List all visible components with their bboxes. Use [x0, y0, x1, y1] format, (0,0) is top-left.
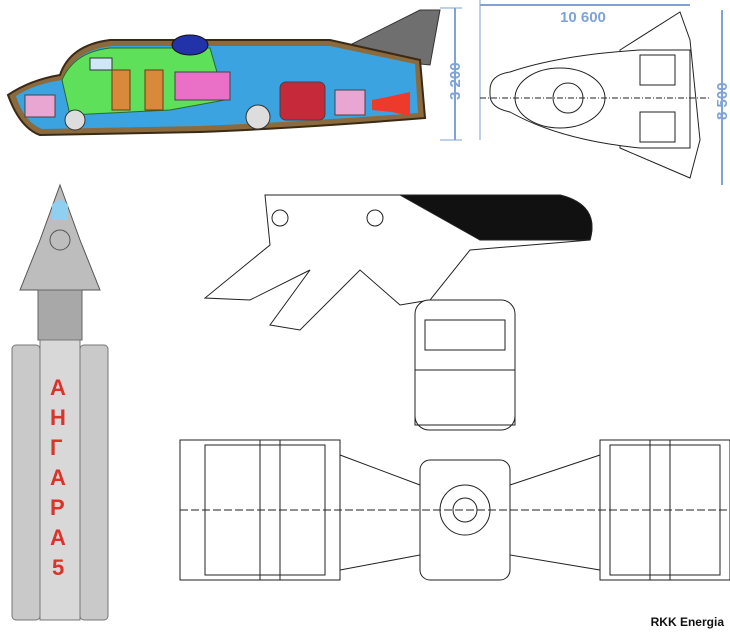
left-adapter	[339, 454, 421, 571]
landing-wheel-rear	[245, 104, 271, 130]
docking-module	[414, 299, 516, 431]
rocket-letter: А	[50, 375, 66, 400]
booster-right	[79, 344, 109, 621]
angara-rocket: А Н Г А Р А 5	[11, 183, 109, 621]
rocket-letter: Г	[50, 435, 63, 460]
upper-stage	[37, 289, 83, 341]
span-label: 8 500	[714, 82, 730, 120]
pink-storage	[24, 94, 56, 118]
node-module	[419, 459, 511, 581]
dimension-annotations: 3 200 10 600 8 500	[440, 0, 730, 185]
right-adapter	[509, 454, 601, 571]
pink-bay	[174, 71, 231, 101]
rocket-letter: Р	[50, 495, 65, 520]
credit-label: RKK Energia	[650, 615, 724, 629]
core-stage	[39, 339, 81, 621]
landing-wheel-front	[64, 109, 86, 131]
rocket-letter: А	[50, 465, 66, 490]
pink-storage-aft	[334, 89, 366, 116]
rocket-letter: А	[50, 525, 66, 550]
red-tank	[279, 81, 326, 121]
side-cutaway-view	[6, 9, 441, 137]
wing-outline	[619, 11, 701, 179]
top-view	[480, 11, 710, 179]
rocket-letter: 5	[52, 555, 64, 580]
engine-nozzle	[372, 92, 410, 116]
height-label: 3 200	[447, 62, 464, 100]
window	[89, 57, 113, 71]
docking-hatch	[171, 34, 209, 56]
seat-1	[111, 69, 131, 111]
seat-2	[144, 69, 164, 111]
length-label: 10 600	[560, 9, 606, 26]
rocket-letter: Н	[50, 405, 66, 430]
